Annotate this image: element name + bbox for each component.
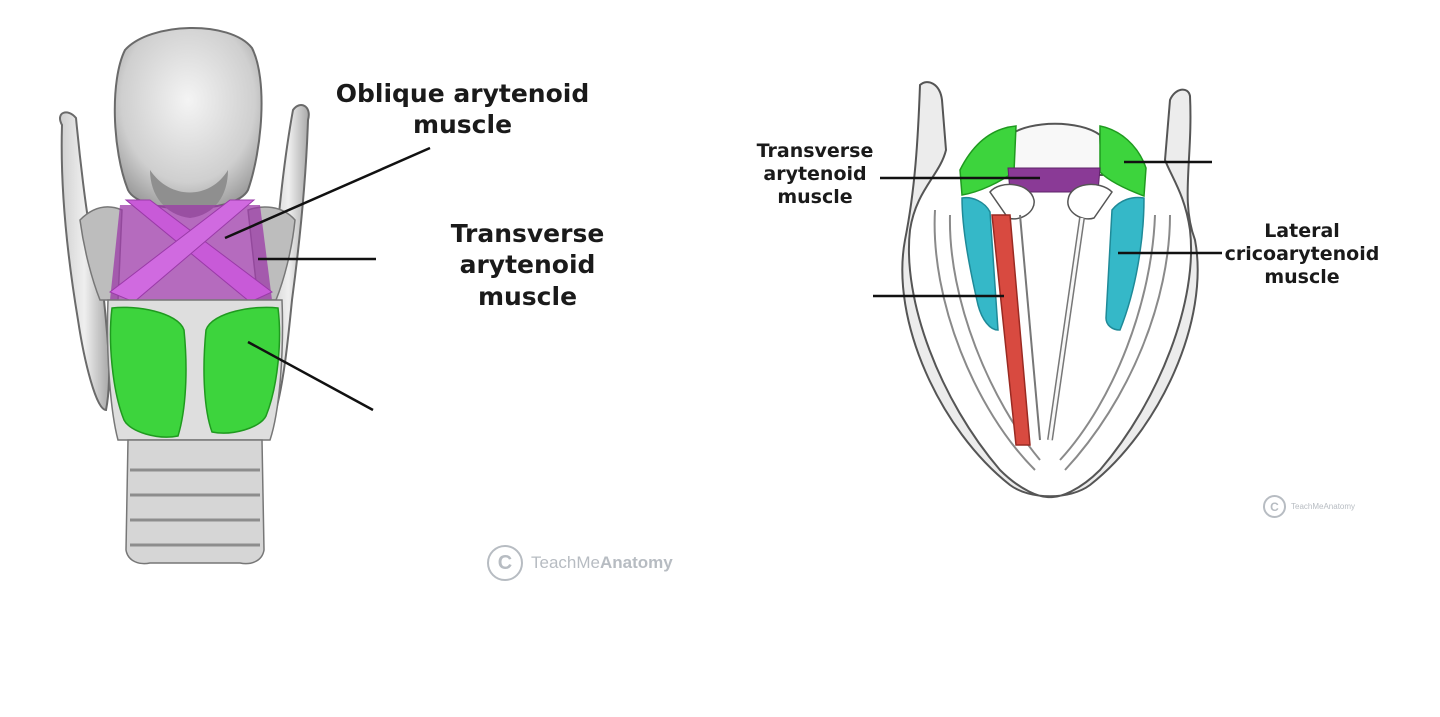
copyright-icon: C [487, 545, 523, 581]
thyroid-lamina-left [79, 206, 123, 301]
posterior-larynx-view [59, 27, 310, 565]
watermark-text: TeachMeAnatomy [1291, 502, 1356, 511]
watermark-text-bold: Anatomy [599, 553, 673, 572]
epiglottis [113, 27, 263, 210]
watermark-text-regular: TeachMe [531, 553, 600, 572]
posterior-cricoarytenoid-right-top [1099, 125, 1147, 198]
label-transverse-arytenoid-right: Transverse arytenoid muscle [756, 140, 874, 209]
thyroarytenoid [991, 214, 1031, 446]
arytenoid-left [989, 183, 1035, 220]
left-thyroid-horn [59, 111, 111, 412]
leader-posterior-cricoarytenoid [247, 340, 374, 412]
label-oblique-arytenoid: Oblique arytenoid muscle [335, 79, 590, 140]
posterior-cricoarytenoid-left [109, 306, 187, 438]
arytenoid-right [1067, 183, 1113, 220]
posterior-cricoarytenoid-right [203, 306, 281, 434]
label-lateral-cricoarytenoid: Lateral cricoarytenoid muscle [1224, 220, 1380, 289]
copyright-icon: C [1263, 495, 1286, 518]
label-transverse-arytenoid: Transverse arytenoid muscle [450, 219, 605, 311]
superior-larynx-view [901, 81, 1199, 499]
oblique-arytenoid-band-1 [124, 199, 273, 303]
thyroid-cartilage-outline [901, 81, 1199, 499]
lateral-cricoarytenoid-right [1105, 196, 1145, 331]
oblique-arytenoid-band-2 [109, 199, 256, 303]
cricoid-posterior [1006, 122, 1104, 176]
leader-oblique [224, 146, 431, 240]
watermark-teachmeanatomy-right: C TeachMeAnatomy [1263, 495, 1355, 518]
